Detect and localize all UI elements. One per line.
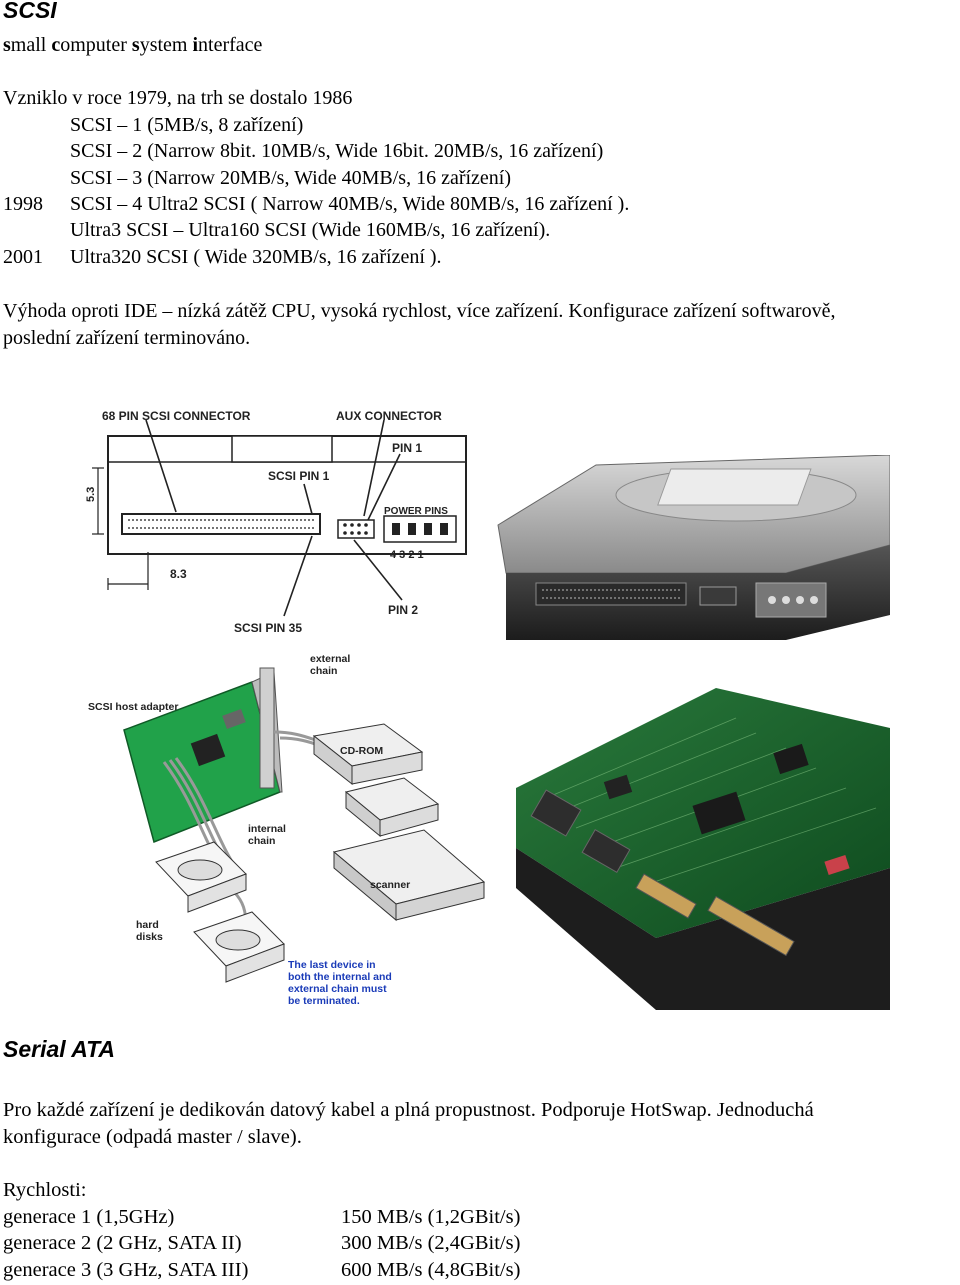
label-chain: chain [248, 835, 275, 847]
label-68pin: 68 PIN SCSI CONNECTOR [102, 409, 251, 423]
history-intro: Vzniklo v roce 1979, na trh se dostalo 1… [3, 87, 353, 109]
label-aux: AUX CONNECTOR [336, 409, 442, 423]
history-entry: Ultra3 SCSI – Ultra160 SCSI (Wide 160MB/… [70, 219, 551, 241]
speed-generation: generace 2 (2 GHz, SATA II) [3, 1232, 242, 1254]
advantage-line: poslední zařízení terminováno. [3, 327, 251, 349]
note-line: be terminated. [288, 995, 360, 1007]
history-entry: SCSI – 2 (Narrow 8bit. 10MB/s, Wide 16bi… [70, 140, 604, 162]
label-external: external [310, 653, 350, 665]
scsi-connector-diagram: 68 PIN SCSI CONNECTOR AUX CONNECTOR PIN … [84, 402, 486, 642]
advantage-line: Výhoda oproti IDE – nízká zátěž CPU, vys… [3, 300, 836, 322]
label-cdrom: CD-ROM [340, 745, 383, 757]
scsi-hdd-photo [486, 455, 890, 640]
label-dim-horizontal: 8.3 [170, 567, 187, 581]
label-dim-vertical: 5.3 [85, 487, 97, 502]
speed-generation: generace 3 (3 GHz, SATA III) [3, 1259, 249, 1281]
label-power-numbers: 4 3 2 1 [390, 549, 424, 561]
history-entry: SCSI – 3 (Narrow 20MB/s, Wide 40MB/s, 16… [70, 167, 512, 189]
label-pin1: PIN 1 [392, 441, 422, 455]
scsi-chain-diagram: SCSI host adapter external chain CD-ROM … [84, 642, 486, 1010]
scsi-subtitle: small computer system interface [3, 34, 263, 56]
history-entry: SCSI – 1 (5MB/s, 8 zařízení) [70, 114, 304, 136]
history-entry: SCSI – 4 Ultra2 SCSI ( Narrow 40MB/s, Wi… [70, 193, 630, 215]
label-scsi-pin1: SCSI PIN 1 [268, 469, 330, 483]
label-power-pins: POWER PINS [384, 506, 448, 517]
note-line: The last device in [288, 959, 376, 971]
sata-hdd-photo [486, 688, 890, 1010]
label-internal: internal [248, 823, 286, 835]
history-year: 1998 [3, 193, 43, 215]
sata-paragraph-line: Pro každé zařízení je dedikován datový k… [3, 1099, 814, 1121]
history-year: 2001 [3, 246, 43, 268]
speed-generation: generace 1 (1,5GHz) [3, 1206, 175, 1228]
history-entry: Ultra320 SCSI ( Wide 320MB/s, 16 zařízen… [70, 246, 442, 268]
speed-rate: 150 MB/s (1,2GBit/s) [341, 1206, 521, 1228]
note-line: both the internal and [288, 971, 392, 983]
label-scsi-pin35: SCSI PIN 35 [234, 621, 302, 635]
label-hard: hard [136, 919, 159, 931]
speed-rate: 300 MB/s (2,4GBit/s) [341, 1232, 521, 1254]
label-host-adapter: SCSI host adapter [88, 701, 178, 713]
label-pin2: PIN 2 [388, 603, 418, 617]
note-line: external chain must [288, 983, 387, 995]
speed-rate: 600 MB/s (4,8GBit/s) [341, 1259, 521, 1281]
scsi-title: SCSI [3, 0, 57, 23]
label-chain: chain [310, 665, 337, 677]
sata-paragraph-line: konfigurace (odpadá master / slave). [3, 1126, 302, 1148]
label-scanner: scanner [370, 879, 410, 891]
sata-title: Serial ATA [3, 1036, 116, 1062]
label-disks: disks [136, 931, 163, 943]
speeds-heading: Rychlosti: [3, 1179, 87, 1201]
